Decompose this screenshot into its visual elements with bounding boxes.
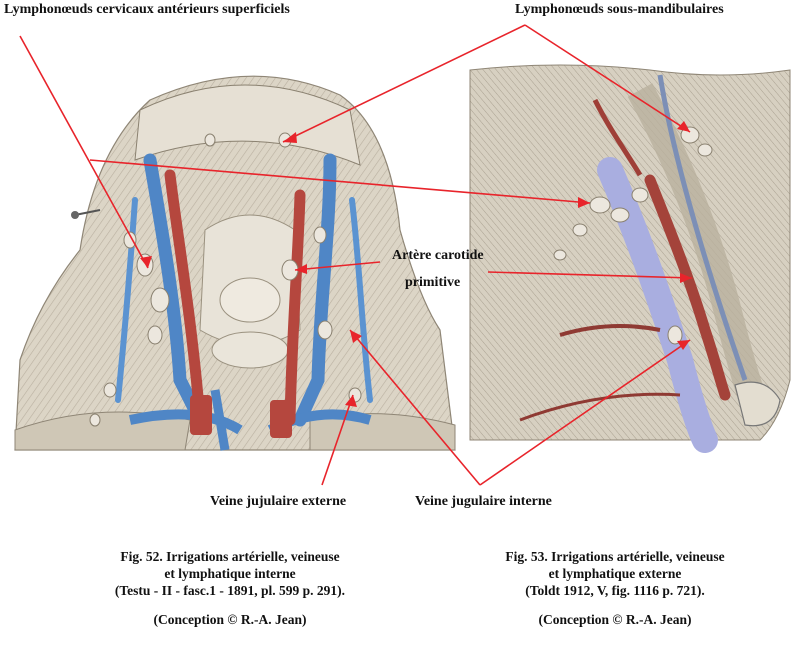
caption-fig52-credit: (Conception © R.-A. Jean) xyxy=(153,612,307,627)
caption-fig52-line3: (Testu - II - fasc.1 - 1891, pl. 599 p. … xyxy=(114,583,346,598)
leader-lines xyxy=(19,24,693,486)
caption-fig53-line1: Fig. 53. Irrigations artérielle, veineus… xyxy=(505,549,725,564)
caption-fig52-line1: Fig. 52. Irrigations artérielle, veineus… xyxy=(120,549,340,564)
label-carotid-line2: primitive xyxy=(405,275,461,290)
caption-fig52-line2: et lymphatique interne xyxy=(164,566,296,581)
caption-fig53-line2: et lymphatique externe xyxy=(548,566,682,581)
label-submandibular-nodes: Lymphonœuds sous-mandibulaires xyxy=(515,2,724,17)
leader-arrowheads xyxy=(140,121,692,407)
label-internal-jugular: Veine jugulaire interne xyxy=(415,494,552,509)
caption-fig53-credit: (Conception © R.-A. Jean) xyxy=(538,612,692,627)
label-carotid-line1: Artère carotide xyxy=(392,248,484,263)
caption-fig53: Fig. 53. Irrigations artérielle, veineus… xyxy=(445,548,785,628)
label-cervical-nodes: Lymphonœuds cervicaux antérieurs superfi… xyxy=(4,2,290,17)
fig52-plate xyxy=(14,75,456,451)
fig53-plate xyxy=(469,64,791,453)
label-external-jugular: Veine jujulaire externe xyxy=(210,494,347,509)
caption-fig52: Fig. 52. Irrigations artérielle, veineus… xyxy=(60,548,400,628)
caption-fig53-line3: (Toldt 1912, V, fig. 1116 p. 721). xyxy=(525,583,705,598)
